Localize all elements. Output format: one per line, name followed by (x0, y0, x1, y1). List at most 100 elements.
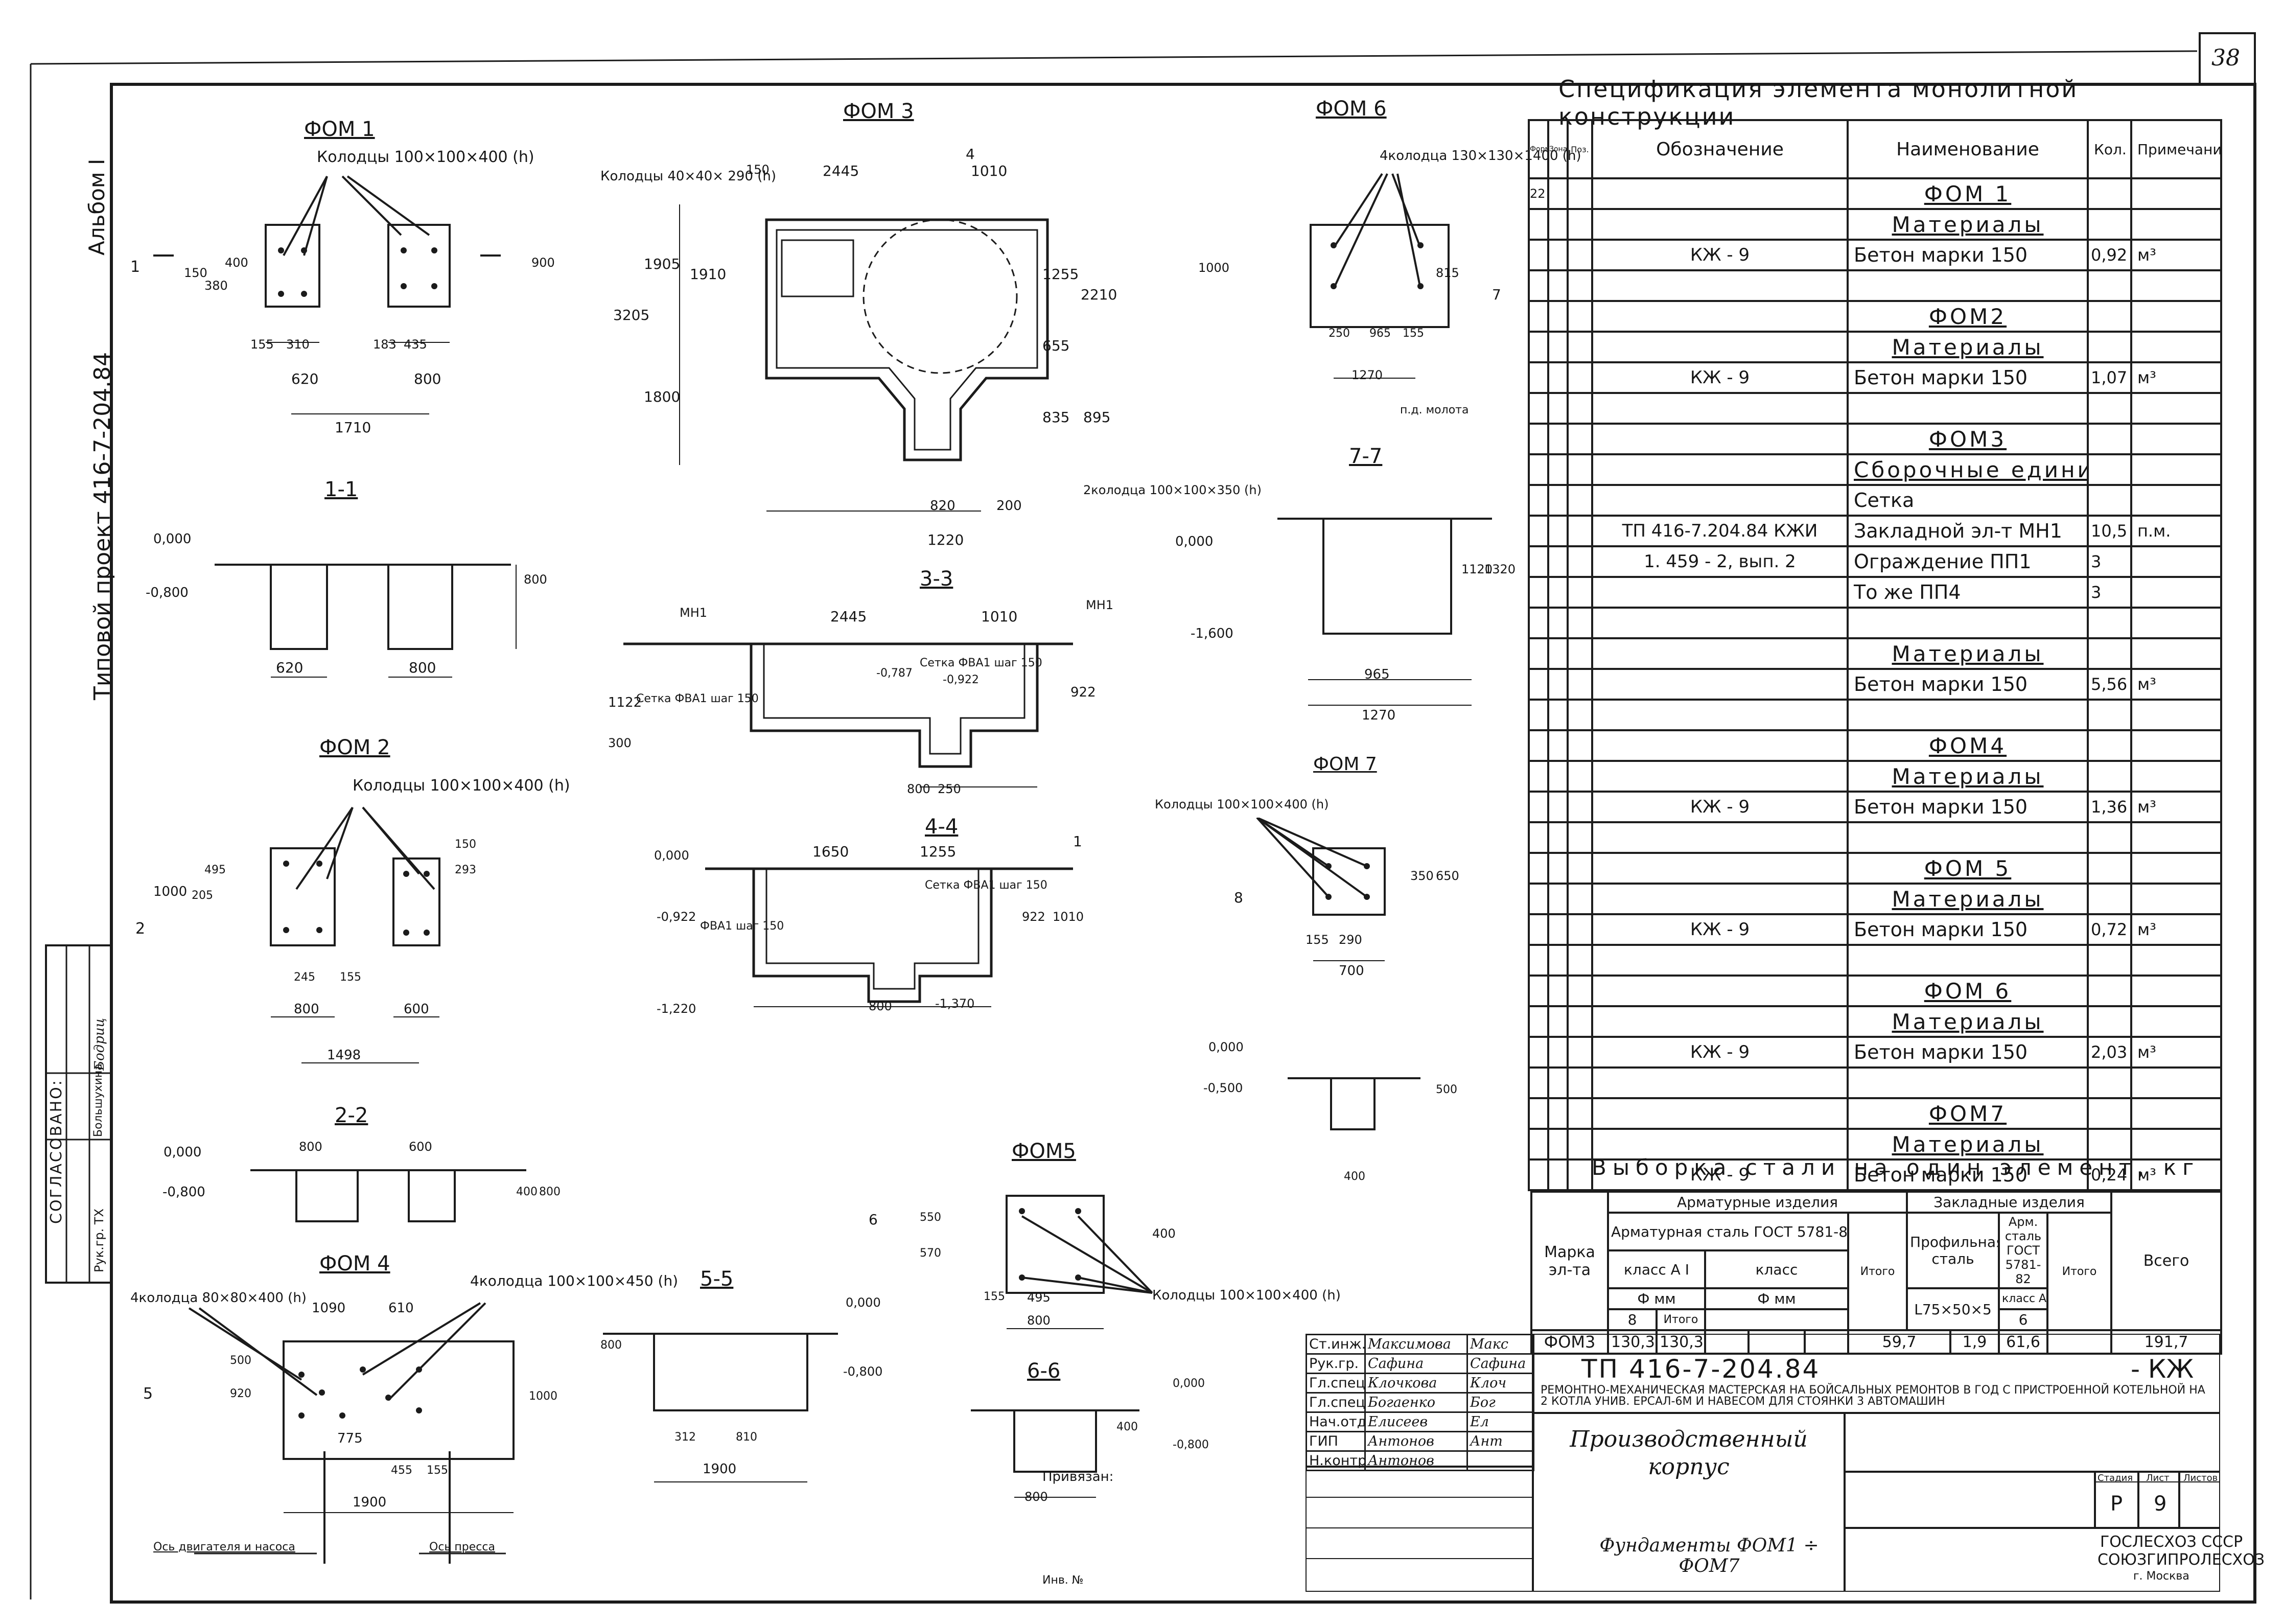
spec-section-label: Материалы (1847, 1005, 2089, 1038)
spec-name: То же ПП4 (1847, 576, 2089, 609)
title-block-person-role: Гл.спец. (1306, 1392, 1366, 1413)
spec-cell-format (1528, 269, 1549, 302)
spec-note: м³ (2130, 1158, 2222, 1191)
spec-cell-zone (1547, 392, 1569, 425)
fom4-cut-mark: 5 (143, 1385, 153, 1403)
spec-name: Бетон марки 150 (1847, 1158, 2089, 1191)
spec-section-label: ФОМ7 (1847, 1097, 2089, 1130)
fom4-d6: 1000 (529, 1390, 557, 1403)
spec-qty: 0,24 (2087, 1158, 2132, 1191)
fom6-d2: 1270 (1351, 368, 1383, 382)
title-block-inv: Инв. № (1042, 1574, 1084, 1587)
fom3-d11: 835 (1042, 409, 1070, 426)
fom7-d3: 350 (1410, 869, 1434, 883)
sec11-title: 1-1 (324, 478, 358, 501)
sec44-d5: 1010 (1053, 910, 1084, 924)
steel-head-rebar: Арматурные изделия (1606, 1191, 1908, 1214)
fom6-d6: 155 (1403, 327, 1424, 340)
spec-cell-empty (2130, 1066, 2222, 1099)
approval-name: Большухина (92, 1063, 105, 1137)
sec44-lvl3: -1,370 (935, 996, 975, 1011)
sec77-lvl0: 0,000 (1175, 534, 1214, 549)
spec-cell-zone (1547, 423, 1569, 455)
title-block-person-sign: Ел (1466, 1411, 1534, 1432)
spec-cell-designation (1591, 729, 1849, 762)
spec-cell-pos (1567, 545, 1593, 578)
spec-designation: КЖ - 9 (1591, 1036, 1849, 1069)
sec33-lvl2: -0,922 (943, 674, 979, 686)
spec-cell-format (1528, 515, 1549, 547)
sec22-d4: 800 (539, 1186, 561, 1198)
spec-cell-pos (1567, 515, 1593, 547)
fom5-title: ФОМ5 (1012, 1140, 1076, 1163)
steel-dia-2: Ф мм (1704, 1287, 1849, 1310)
fom2-wells-note: Колодцы 100×100×400 (h) (353, 777, 570, 795)
fom6-note: п.д. молота (1400, 404, 1469, 416)
title-block-person-role: ГИП (1306, 1431, 1366, 1452)
spec-cell-empty (2087, 1066, 2132, 1099)
spec-cell-note (2130, 1005, 2222, 1038)
steel-class-a1: класс А I (1607, 1249, 1706, 1289)
fom7-section (1288, 1077, 1420, 1130)
specification-table: Спецификация элемента монолитной констру… (1528, 75, 2222, 1191)
fom2-title: ФОМ 2 (319, 736, 390, 759)
spec-note (2130, 545, 2222, 578)
spec-cell-empty (2130, 607, 2222, 639)
spec-cell-pos (1567, 852, 1593, 885)
spec-qty: 0,72 (2087, 913, 2132, 946)
spec-cell-note (2130, 331, 2222, 363)
spec-row: Материалы (1528, 760, 2222, 793)
sec33-d3: 1122 (608, 695, 642, 710)
fom3-d5: 1905 (644, 256, 681, 272)
sec33-d1: 2445 (830, 608, 867, 625)
fom4-title: ФОМ 4 (319, 1252, 390, 1275)
spec-cell-pos (1567, 975, 1593, 1007)
spec-qty (2087, 484, 2132, 517)
steel-head-mark: Марка эл-та (1530, 1191, 1609, 1331)
spec-cell-empty (1591, 944, 1849, 977)
spec-cell-zone (1547, 791, 1569, 823)
spec-head-pos: Поз. (1567, 119, 1593, 179)
sec77-d4: 1320 (1484, 562, 1516, 576)
title-block-person-name: Антонов (1364, 1431, 1468, 1452)
spec-cell-note (2130, 1097, 2222, 1130)
fom4-d5: 920 (230, 1387, 251, 1400)
spec-cell-note (2130, 883, 2222, 915)
fom2-d8: 495 (204, 864, 226, 876)
spec-cell-designation (1591, 852, 1849, 885)
spec-cell-format (1528, 1158, 1549, 1191)
spec-section-label: ФОМ 6 (1847, 975, 2089, 1007)
spec-cell-empty (1591, 269, 1849, 302)
sec44-lvl1: -0,922 (657, 910, 696, 924)
title-block-sheet: 9 (2154, 1492, 2167, 1516)
steel-grid: Марка эл-та Арматурные изделия Закладные… (1530, 1191, 2223, 1355)
fom1-plan (153, 175, 501, 414)
fom4-d3: 775 (337, 1431, 363, 1446)
fom3-d6: 1910 (690, 266, 727, 283)
spec-cell-zone (1547, 760, 1569, 793)
title-block-suffix: - КЖ (2131, 1354, 2194, 1384)
sec11-d3: 800 (524, 572, 547, 587)
fom4-axis2: Ось пресса (429, 1541, 495, 1553)
fom5-d3: 400 (1152, 1226, 1176, 1241)
spec-note: м³ (2130, 1036, 2222, 1069)
fom4-d8: 455 (391, 1464, 412, 1477)
spec-qty: 3 (2087, 576, 2132, 609)
spec-cell-designation (1591, 423, 1849, 455)
fom7-plan (1256, 818, 1386, 961)
spec-cell-format (1528, 729, 1549, 762)
sec55-section (603, 1333, 838, 1482)
spec-cell-format (1528, 484, 1549, 517)
fom1-d4: 155 (250, 337, 274, 352)
approval-sign: Бодриц (92, 1018, 107, 1071)
spec-cell-zone (1547, 1158, 1569, 1191)
spec-cell-designation (1591, 331, 1849, 363)
spec-cell-qty (2087, 883, 2132, 915)
steel-dia: Ф мм (1607, 1287, 1706, 1310)
sec77-title: 7-7 (1349, 445, 1383, 468)
spec-cell-format (1528, 791, 1549, 823)
spec-cell-format (1528, 699, 1549, 731)
spec-head-format: Формат (1528, 119, 1549, 179)
